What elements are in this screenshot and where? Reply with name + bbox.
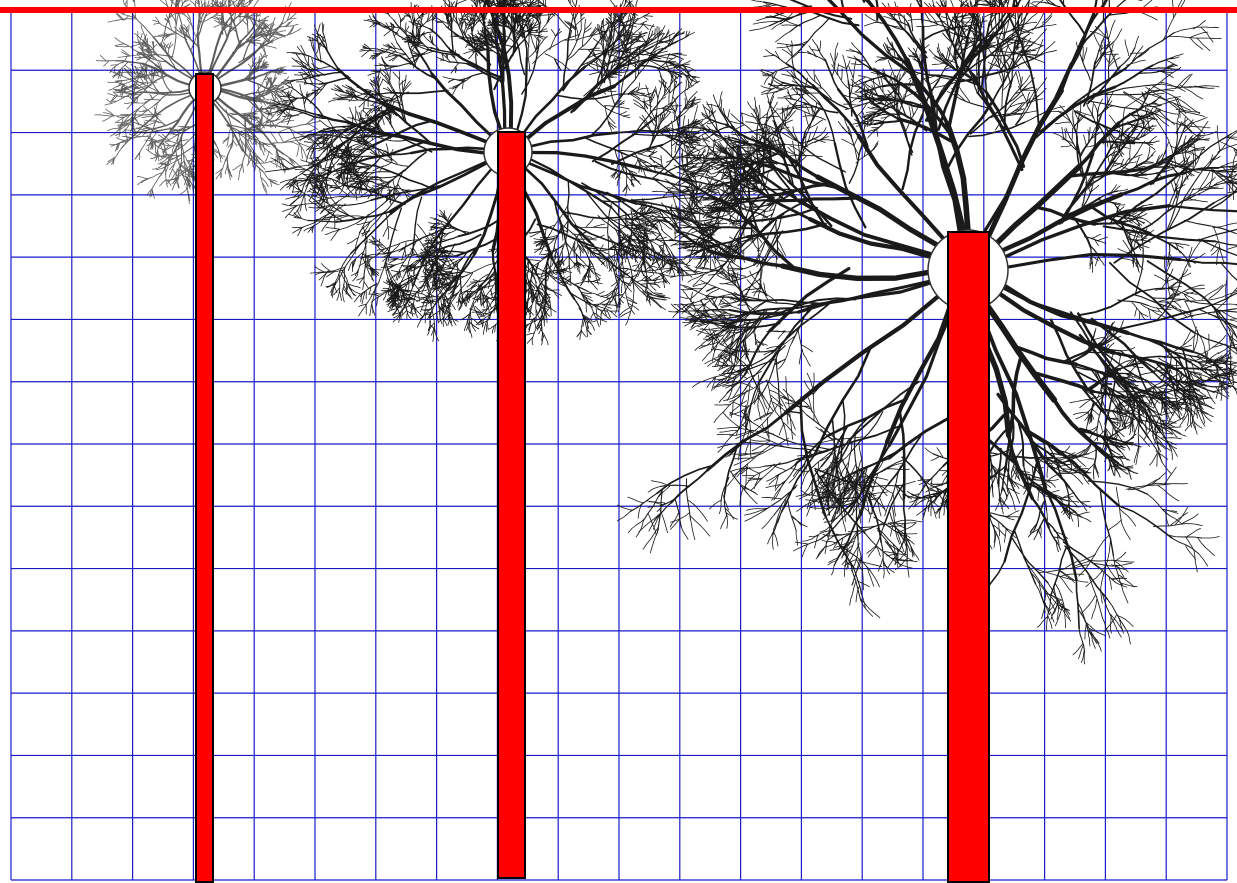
dendrite-branch bbox=[462, 296, 463, 301]
dendrite-branch bbox=[472, 312, 479, 313]
dendrite-branch bbox=[338, 158, 346, 159]
dendrite-branch bbox=[587, 331, 588, 337]
axon-stem bbox=[196, 74, 213, 882]
dendrite-branch bbox=[292, 227, 303, 228]
dendrite-branch bbox=[412, 278, 413, 286]
dendrite-branch bbox=[116, 46, 129, 47]
dendrite-branch bbox=[172, 130, 179, 131]
dendrite-branch bbox=[462, 22, 463, 28]
dendrite-branch bbox=[281, 132, 290, 133]
dendrite-branch bbox=[389, 113, 390, 120]
dendrite-branch bbox=[406, 23, 407, 29]
